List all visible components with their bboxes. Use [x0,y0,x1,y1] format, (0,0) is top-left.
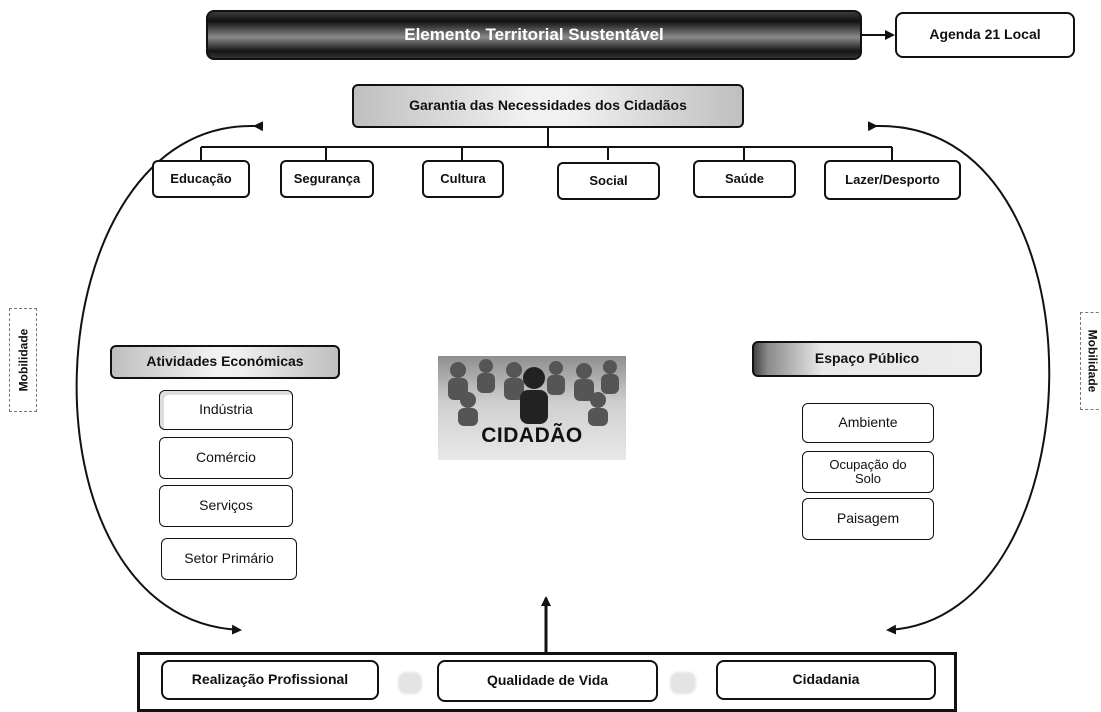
need-label: Educação [170,170,232,186]
mobility-label-right: Mobilidade [1080,312,1101,410]
need-label: Saúde [724,170,764,186]
citizen-caption: CIDADÃO [481,424,583,447]
economic-item-setor-primario: Setor Primário [161,538,297,580]
public-item-ambiente: Ambiente [802,403,934,443]
economic-item-comercio: Comércio [159,437,293,479]
economic-item-industria: Indústria [159,390,293,430]
bottom-item-qualidade-de-vida: Qualidade de Vida [437,660,658,702]
bottom-item-realizacao-profissional: Realização Profissional [161,660,379,700]
economic-item-label: Indústria [199,401,253,418]
need-label: Cultura [440,170,486,186]
need-cultura: Cultura [422,160,504,198]
citizen-image: CIDADÃO [438,356,626,460]
public-item-label: Paisagem [836,510,900,527]
economic-title-box: Atividades Económicas [110,345,340,379]
title-bar: Elemento Territorial Sustentável [206,10,862,60]
mobility-text: Mobilidade [1085,329,1100,393]
crowd-icon [448,359,619,426]
decor-chip [670,672,696,694]
need-social: Social [557,162,660,200]
economic-title: Atividades Económicas [146,353,304,370]
need-seguranca: Segurança [280,160,374,198]
public-space-title-box: Espaço Público [752,341,982,377]
public-space-title: Espaço Público [814,350,920,367]
mobility-text: Mobilidade [16,328,31,392]
bottom-item-cidadania: Cidadania [716,660,936,700]
economic-item-servicos: Serviços [159,485,293,527]
needs-title-box: Garantia das Necessidades dos Cidadãos [352,84,744,128]
left-cycle-arc [75,121,264,635]
need-label: Social [589,172,628,188]
bottom-item-label: Realização Profissional [191,671,349,688]
mobility-label-left: Mobilidade [9,308,37,412]
economic-item-label: Setor Primário [184,550,274,567]
public-item-ocupacao-do-solo: Ocupação do Solo [802,451,934,493]
bottom-item-label: Qualidade de Vida [486,672,609,689]
title-text: Elemento Territorial Sustentável [404,25,664,44]
need-educacao: Educação [152,160,250,198]
bottom-item-label: Cidadania [792,671,860,688]
agenda-box: Agenda 21 Local [895,12,1075,58]
need-saude: Saúde [693,160,796,198]
economic-item-label: Comércio [196,449,256,466]
public-item-paisagem: Paisagem [802,498,934,540]
public-item-label: Ocupação do Solo [829,456,907,486]
public-item-label: Ambiente [838,414,898,431]
need-label: Segurança [293,170,361,186]
needs-title: Garantia das Necessidades dos Cidadãos [409,97,687,114]
right-cycle-arc [867,121,1051,635]
need-lazer-desporto: Lazer/Desporto [824,160,961,200]
need-label: Lazer/Desporto [845,171,940,187]
agenda-label: Agenda 21 Local [929,26,1041,43]
economic-item-label: Serviços [199,497,253,514]
decor-chip [398,672,422,694]
